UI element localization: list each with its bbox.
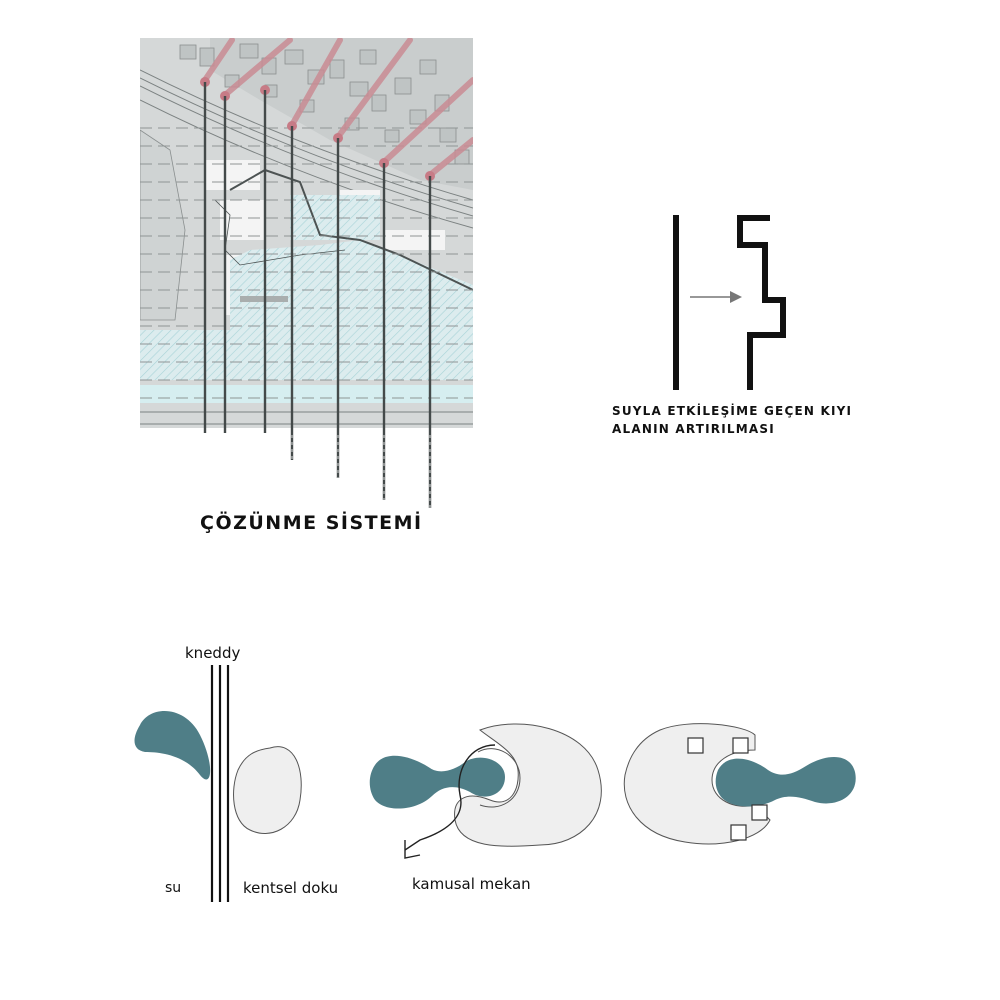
urban-shape-middle (454, 723, 602, 847)
public-space-arrow (404, 744, 496, 851)
road-label: kneddy (185, 644, 241, 662)
shore-title-line1: SUYLA ETKİLEŞİME GEÇEN KIYI (612, 404, 853, 418)
water-label: su (165, 880, 182, 896)
building-squares (687, 737, 768, 841)
water-shape-right (715, 756, 856, 807)
shore-title: SUYLA ETKİLEŞİME GEÇEN KIYI ALANIN ARTIR… (612, 402, 852, 438)
arrow-icon (404, 840, 421, 859)
shore-title-line2: ALANIN ARTIRILMASI (612, 422, 775, 436)
road-lines (210, 665, 230, 902)
indented-shore-line (737, 215, 786, 390)
urban-shape (233, 746, 302, 834)
urban-fabric-label: kentsel doku (243, 879, 339, 897)
arrow-icon (690, 291, 742, 303)
public-space-label: kamusal mekan (412, 875, 531, 893)
water-shape (134, 711, 211, 780)
public-space-ring (477, 748, 521, 808)
water-shape-middle (369, 755, 505, 809)
dissolution-system-title: ÇÖZÜNME SİSTEMİ (200, 512, 423, 534)
